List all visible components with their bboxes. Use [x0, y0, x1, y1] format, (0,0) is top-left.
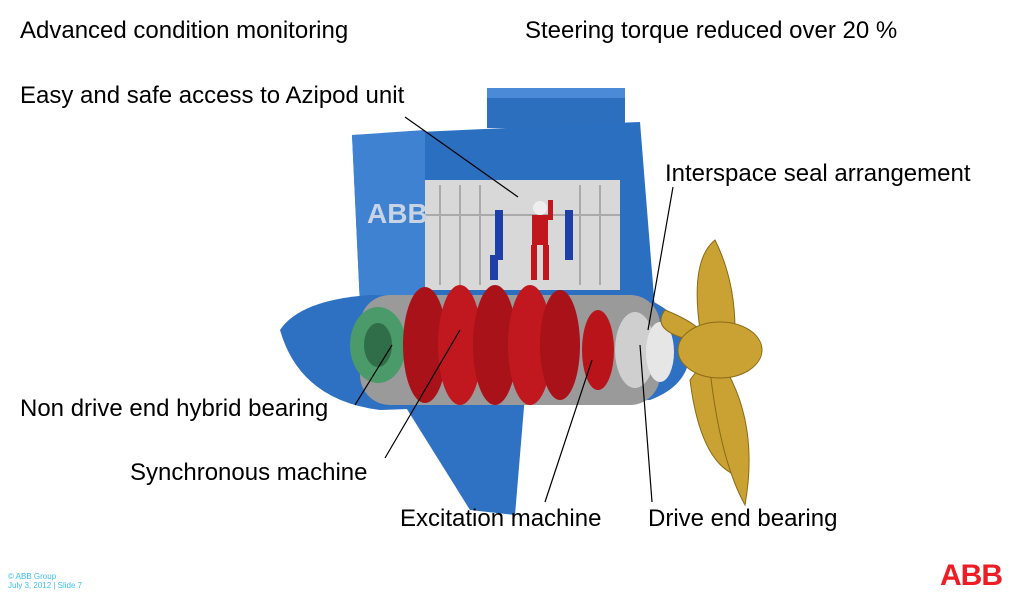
callout-non-drive-bearing: Non drive end hybrid bearing — [20, 395, 329, 422]
abb-logo: ABB — [940, 559, 1003, 592]
callout-interspace-seal: Interspace seal arrangement — [665, 160, 971, 187]
fin — [395, 390, 525, 515]
headline-right: Steering torque reduced over 20 % — [525, 17, 898, 44]
callout-access: Easy and safe access to Azipod unit — [20, 82, 405, 109]
strut-abb-logo: ABB — [367, 198, 428, 229]
footer-copyright: © ABB Group — [8, 572, 57, 581]
footer-date-slide: July 3, 2012 | Slide 7 — [8, 581, 83, 590]
access-space — [425, 180, 620, 290]
callout-excitation-machine: Excitation machine — [400, 505, 602, 532]
callout-synchronous-machine: Synchronous machine — [130, 459, 368, 486]
leader-lines — [354, 116, 674, 503]
worker-figure — [531, 200, 553, 280]
excitation-machine — [582, 310, 614, 390]
drive-end-bearing — [615, 312, 655, 388]
synchronous-machine-rotor — [403, 285, 580, 405]
callout-drive-end-bearing: Drive end bearing — [648, 505, 838, 532]
headline-left: Advanced condition monitoring — [20, 17, 349, 44]
propeller — [660, 239, 763, 507]
